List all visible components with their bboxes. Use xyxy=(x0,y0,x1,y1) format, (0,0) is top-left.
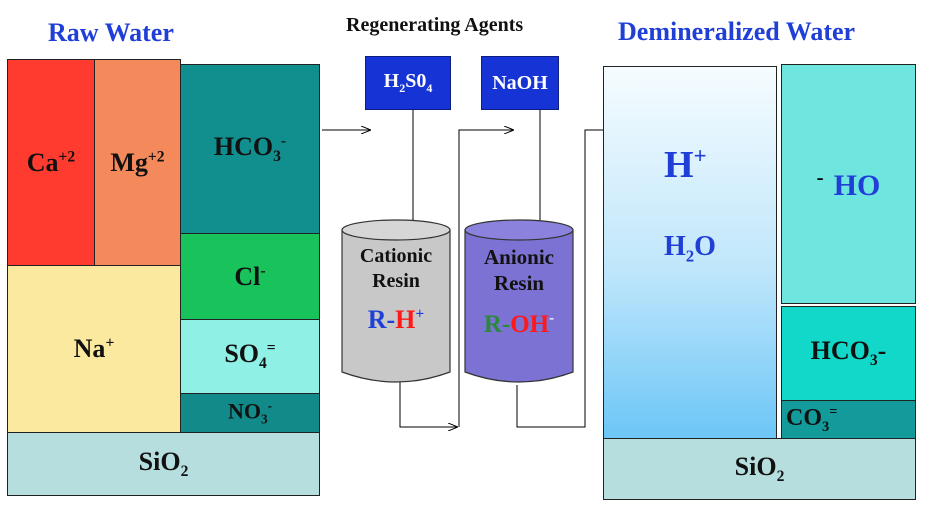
sio2-raw-label: SiO2 xyxy=(138,446,189,481)
ho-ion-box: -HO xyxy=(781,64,916,304)
na-ion-label: Na+ xyxy=(73,334,115,363)
regenerating-agents-title: Regenerating Agents xyxy=(346,14,524,36)
no3-ion-box: NO3- xyxy=(180,393,320,433)
hco3-out-box: HCO3- xyxy=(781,306,916,401)
sio2-out-label: SiO2 xyxy=(734,451,785,486)
naoh-agent-box: NaOH xyxy=(481,56,559,110)
mg-ion-box: Mg+2 xyxy=(94,59,181,266)
so4-ion-box: SO4= xyxy=(180,319,320,394)
h2so4-agent-box: H2S04 xyxy=(365,56,451,110)
h-ion-label: H+ xyxy=(664,143,707,186)
sio2-raw-box: SiO2 xyxy=(7,432,320,496)
hco3-out-label: HCO3- xyxy=(810,336,887,370)
anionic-resin-formula: R-OH- xyxy=(483,310,555,338)
so4-ion-label: SO4= xyxy=(224,339,276,373)
hco3-ion-box: HCO3- xyxy=(180,64,320,234)
cationic-resin-tank xyxy=(341,219,451,383)
demineralized-water-title: Demineralized Water xyxy=(618,17,856,46)
cationic-resin-label: Cationic Resin R-H+ xyxy=(342,244,450,337)
sio2-out-box: SiO2 xyxy=(603,438,916,500)
ho-ion-label: -HO xyxy=(816,165,881,202)
flow-line-up-to-anion xyxy=(458,130,513,427)
h2o-label: H2O xyxy=(664,231,716,266)
co3-out-label: CO3= xyxy=(786,403,838,435)
mg-ion-label: Mg+2 xyxy=(110,147,165,177)
co3-out-box: CO3= xyxy=(781,400,916,439)
hco3-ion-label: HCO3- xyxy=(213,131,287,166)
naoh-agent-label: NaOH xyxy=(492,71,548,94)
anionic-resin-label: Anionic Resin R-OH- xyxy=(465,244,573,340)
h-ion-water-box: H+ H2O xyxy=(603,66,777,439)
anionic-resin-tank xyxy=(464,219,574,383)
h2so4-agent-label: H2S04 xyxy=(383,70,433,95)
no3-ion-label: NO3- xyxy=(228,398,272,427)
ca-ion-label: Ca+2 xyxy=(26,147,76,177)
flow-line-cation-to-anion xyxy=(399,380,457,427)
raw-water-title: Raw Water xyxy=(48,18,174,47)
cationic-resin-formula: R-H+ xyxy=(367,305,425,334)
cl-ion-label: Cl- xyxy=(234,261,266,291)
